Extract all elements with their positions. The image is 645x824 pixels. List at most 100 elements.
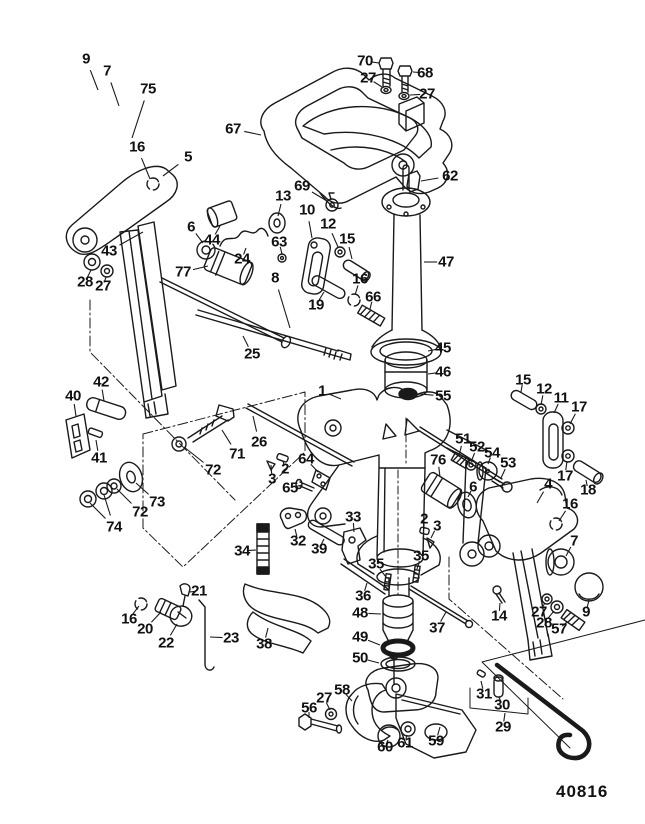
- leader-line-63: [279, 246, 283, 255]
- leader-line-17: [569, 413, 576, 425]
- leader-line-6: [467, 490, 472, 498]
- housing-hardware-art: [266, 451, 513, 549]
- leader-line-66: [369, 301, 373, 310]
- tilt-lock-art: [242, 507, 474, 672]
- top-bolts-art: [325, 57, 421, 212]
- leader-line-15: [348, 246, 353, 260]
- leader-line-7: [565, 546, 572, 557]
- leader-line-67: [244, 130, 262, 136]
- leader-line-49: [367, 639, 381, 646]
- hook-kit-art: [469, 619, 645, 761]
- leader-line-16: [354, 285, 359, 296]
- swivel-housing-art: [297, 386, 503, 597]
- leader-line-62: [420, 177, 439, 182]
- leader-line-4: [536, 491, 545, 504]
- leader-line-42: [101, 389, 105, 402]
- leader-line-70: [370, 61, 380, 64]
- leader-line-13: [277, 203, 282, 217]
- leader-line-27: [325, 702, 331, 711]
- leader-line-77: [192, 265, 209, 271]
- leader-line-41: [95, 439, 99, 451]
- leader-line-27: [409, 93, 421, 96]
- leader-line-12: [331, 232, 339, 248]
- leader-line-16: [132, 605, 140, 615]
- leader-line-76: [438, 466, 441, 478]
- leader-line-64: [310, 463, 319, 473]
- leader-line-53: [500, 468, 506, 479]
- leader-line-14: [498, 602, 501, 611]
- leader-line-8: [277, 289, 291, 329]
- leader-line-50: [367, 659, 380, 664]
- leader-line-57: [561, 621, 568, 627]
- leader-line-61: [405, 734, 408, 740]
- leader-line-3: [430, 530, 436, 539]
- leader-line-9: [89, 70, 99, 91]
- leader-line-60: [385, 739, 389, 745]
- leader-line-46: [427, 372, 438, 375]
- drawing-number: 40816: [556, 782, 609, 801]
- leader-line-35: [379, 568, 387, 578]
- leader-line-17: [565, 460, 568, 471]
- leader-line-55: [418, 393, 434, 396]
- left-clamp-bracket-art: [65, 165, 178, 419]
- leader-line-32: [294, 528, 298, 537]
- steering-tube-art: [370, 164, 442, 467]
- leader-line-27: [373, 81, 383, 88]
- leader-line-39: [320, 538, 325, 546]
- leader-line-74: [103, 494, 111, 516]
- leader-line-19: [318, 291, 325, 301]
- leader-line-15: [520, 384, 523, 393]
- leader-line-16: [140, 157, 151, 180]
- leader-line-36: [364, 582, 368, 591]
- leader-line-52: [470, 452, 476, 463]
- leader-line-37: [440, 611, 447, 622]
- leader-line-43: [119, 231, 144, 246]
- leader-line-21: [188, 590, 196, 593]
- rods-art: [159, 275, 386, 467]
- leader-line-26: [252, 415, 258, 432]
- leader-line-7: [110, 82, 120, 107]
- leader-line-24: [243, 247, 247, 255]
- leader-line-33: [352, 522, 355, 533]
- leader-line-40: [73, 403, 77, 417]
- leader-line-11: [553, 403, 559, 414]
- leader-line-9: [586, 599, 590, 608]
- leader-line-48: [368, 612, 382, 615]
- leader-line-3: [270, 464, 273, 474]
- leader-line-10: [308, 221, 313, 239]
- leader-line-28: [547, 610, 555, 619]
- leader-line-38: [265, 627, 269, 638]
- leader-line-74: [89, 502, 106, 519]
- leader-line-6: [195, 233, 204, 244]
- right-clamp-bracket-art: [475, 477, 604, 661]
- leader-line-54: [487, 457, 491, 465]
- leader-line-12: [540, 395, 544, 406]
- leader-line-18: [585, 479, 588, 487]
- lower-left-fasteners-art: [65, 397, 235, 508]
- leader-line-59: [437, 726, 441, 736]
- leader-line-16: [558, 510, 567, 522]
- leader-line-68: [412, 71, 421, 74]
- leader-line-20: [150, 611, 162, 623]
- leader-line-1: [329, 393, 342, 400]
- anchor-plate-art: [510, 389, 604, 485]
- reverse-lock-parts-art: [134, 583, 215, 671]
- leader-line-51: [458, 445, 462, 457]
- leader-line-44: [214, 225, 221, 235]
- leader-line-75: [131, 100, 145, 139]
- leader-line-29: [503, 712, 506, 722]
- bottom-clamp-art: [298, 652, 477, 759]
- leader-line-45: [427, 348, 438, 352]
- leader-line-27: [540, 602, 546, 609]
- leader-line-2: [282, 460, 285, 466]
- leader-line-73: [135, 482, 149, 495]
- leader-line-28: [86, 269, 92, 278]
- leader-line-71: [221, 429, 232, 445]
- leader-line-25: [242, 335, 249, 348]
- leader-line-23: [209, 636, 223, 639]
- leader-line-65: [294, 484, 303, 488]
- leader-line-30: [498, 696, 502, 702]
- leader-line-72: [183, 446, 204, 463]
- leader-line-58: [345, 694, 353, 702]
